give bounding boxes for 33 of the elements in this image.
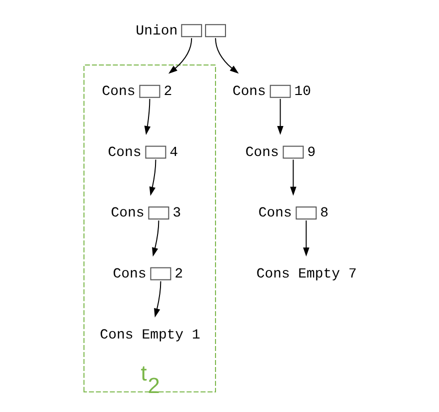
node-label: Cons: [258, 206, 292, 222]
node-box: [269, 84, 290, 98]
arrow: [154, 280, 161, 318]
node-box: [150, 267, 171, 280]
arrow: [276, 98, 283, 135]
node-label: Union: [135, 23, 178, 40]
node-label: 2: [174, 266, 183, 282]
arrow: [214, 38, 238, 74]
arrow: [148, 159, 156, 196]
node-label: 9: [306, 144, 316, 161]
node-label: Cons: [101, 84, 135, 100]
node-box: [282, 146, 304, 159]
node-label: Cons: [107, 144, 141, 161]
node-box: [144, 146, 166, 159]
node-label: Cons: [110, 206, 144, 222]
arrow: [302, 220, 309, 257]
arrow: [168, 38, 192, 74]
arrow: [290, 159, 296, 196]
node-label: 10: [294, 84, 310, 100]
node-box: [148, 206, 169, 220]
node-label: Cons: [232, 84, 266, 100]
node-box: [295, 206, 316, 220]
node-label: 2: [163, 84, 172, 100]
node-label: 3: [172, 206, 181, 222]
node-label: 4: [169, 144, 178, 161]
node-text: Cons Empty 7: [256, 266, 356, 282]
node-label: Cons: [112, 266, 146, 282]
node-box: [138, 84, 160, 98]
arrow: [144, 98, 150, 135]
node-label: 8: [320, 206, 328, 222]
arrow: [152, 220, 159, 257]
node-text: Cons Empty 1: [99, 327, 200, 344]
node-label: Cons: [244, 144, 278, 161]
